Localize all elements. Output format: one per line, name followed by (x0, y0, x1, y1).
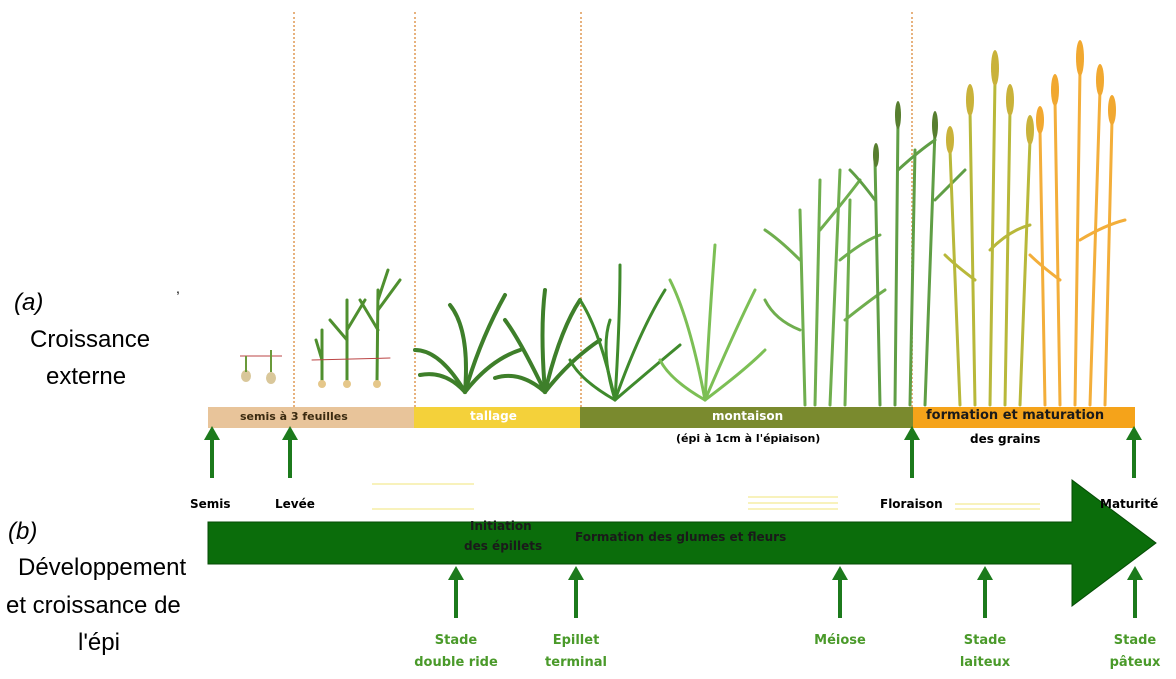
stage-pateux: Stade pâteux (1096, 630, 1174, 674)
stage-line: Méiose (800, 630, 880, 652)
event-semis: Semis (190, 497, 231, 511)
stage-line: laiteux (946, 652, 1024, 674)
stage-line: Stade (1096, 630, 1174, 652)
stage-line: Epillet (536, 630, 616, 652)
stage-line: double ride (410, 652, 502, 674)
stage-epillet-terminal: Epillet terminal (536, 630, 616, 674)
arrow-text-formation: Formation des glumes et fleurs (575, 530, 786, 544)
stage-double-ride: Stade double ride (410, 630, 502, 674)
event-floraison: Floraison (880, 497, 943, 511)
stage-line: Stade (410, 630, 502, 652)
event-levee: Levée (275, 497, 315, 511)
stage-meiose: Méiose (800, 630, 880, 652)
arrow-text-initiation-2: des épillets (464, 539, 542, 553)
event-maturite: Maturité (1100, 497, 1158, 511)
stage-line: terminal (536, 652, 616, 674)
stage-line: pâteux (1096, 652, 1174, 674)
stage-laiteux: Stade laiteux (946, 630, 1024, 674)
stage-line: Stade (946, 630, 1024, 652)
arrow-text-initiation-1: Initiation (470, 519, 532, 533)
